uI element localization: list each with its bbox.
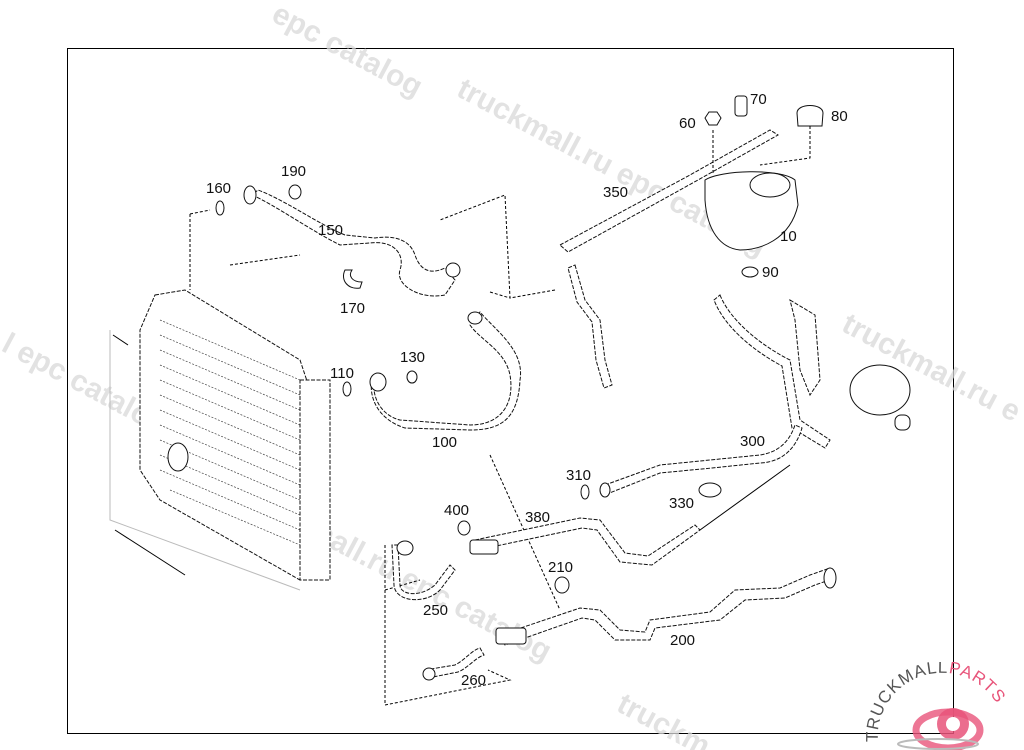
truckmallparts-logo[interactable]: TRUCKMALLPARTS	[858, 662, 1018, 750]
callout-350[interactable]: 350	[603, 184, 628, 201]
lower-radiator-hose[interactable]	[369, 311, 521, 431]
rubber-mount-90[interactable]	[741, 266, 759, 278]
callout-300[interactable]: 300	[740, 433, 765, 450]
hose-cluster[interactable]	[713, 294, 831, 449]
clip-170[interactable]	[343, 269, 363, 289]
callout-380[interactable]: 380	[525, 509, 550, 526]
watermark: truckm	[612, 687, 716, 750]
callout-110[interactable]: 110	[330, 365, 354, 382]
tank-cap-80[interactable]	[796, 105, 824, 127]
clamp-190[interactable]	[288, 184, 302, 200]
return-pipe[interactable]	[469, 517, 701, 566]
coolant-pump[interactable]	[849, 364, 911, 431]
heater-pipe[interactable]	[495, 567, 837, 646]
vent-hose[interactable]	[559, 129, 779, 389]
callout-310[interactable]: 310	[566, 467, 591, 484]
o-ring-310[interactable]	[580, 484, 590, 500]
callout-130[interactable]: 130	[400, 349, 425, 366]
sensor-70[interactable]	[734, 95, 748, 117]
grommet-330[interactable]	[698, 482, 722, 498]
callout-100[interactable]: 100	[432, 434, 457, 451]
callout-200[interactable]: 200	[670, 632, 695, 649]
o-ring-110[interactable]	[342, 381, 352, 397]
expansion-tank[interactable]	[704, 171, 799, 251]
upper-radiator-hose[interactable]	[243, 185, 461, 297]
nut-60[interactable]	[704, 111, 722, 126]
callout-80[interactable]: 80	[831, 108, 848, 125]
callout-150[interactable]: 150	[318, 222, 343, 239]
diagram-frame	[67, 48, 954, 734]
callout-10[interactable]: 10	[780, 228, 797, 245]
callout-190[interactable]: 190	[281, 163, 306, 180]
o-ring-160[interactable]	[215, 200, 225, 216]
callout-60[interactable]: 60	[679, 115, 696, 132]
callout-210[interactable]: 210	[548, 559, 573, 576]
callout-170[interactable]: 170	[340, 300, 365, 317]
callout-160[interactable]: 160	[206, 180, 231, 197]
hose-250[interactable]	[391, 544, 456, 601]
callout-70[interactable]: 70	[750, 91, 767, 108]
radiator-assembly[interactable]	[109, 289, 331, 591]
logo-text: TRUCKMALLPARTS	[863, 662, 1010, 742]
watermark: epc catalog	[267, 0, 428, 104]
callout-250[interactable]: 250	[423, 602, 448, 619]
callout-260[interactable]: 260	[461, 672, 486, 689]
washer-210[interactable]	[554, 576, 570, 594]
callout-330[interactable]: 330	[669, 495, 694, 512]
callout-400[interactable]: 400	[444, 502, 469, 519]
hose-260[interactable]	[424, 647, 485, 679]
washer-400[interactable]	[457, 520, 471, 536]
clamp-130[interactable]	[406, 370, 418, 384]
hose-300[interactable]	[599, 424, 803, 498]
callout-90[interactable]: 90	[762, 264, 779, 281]
